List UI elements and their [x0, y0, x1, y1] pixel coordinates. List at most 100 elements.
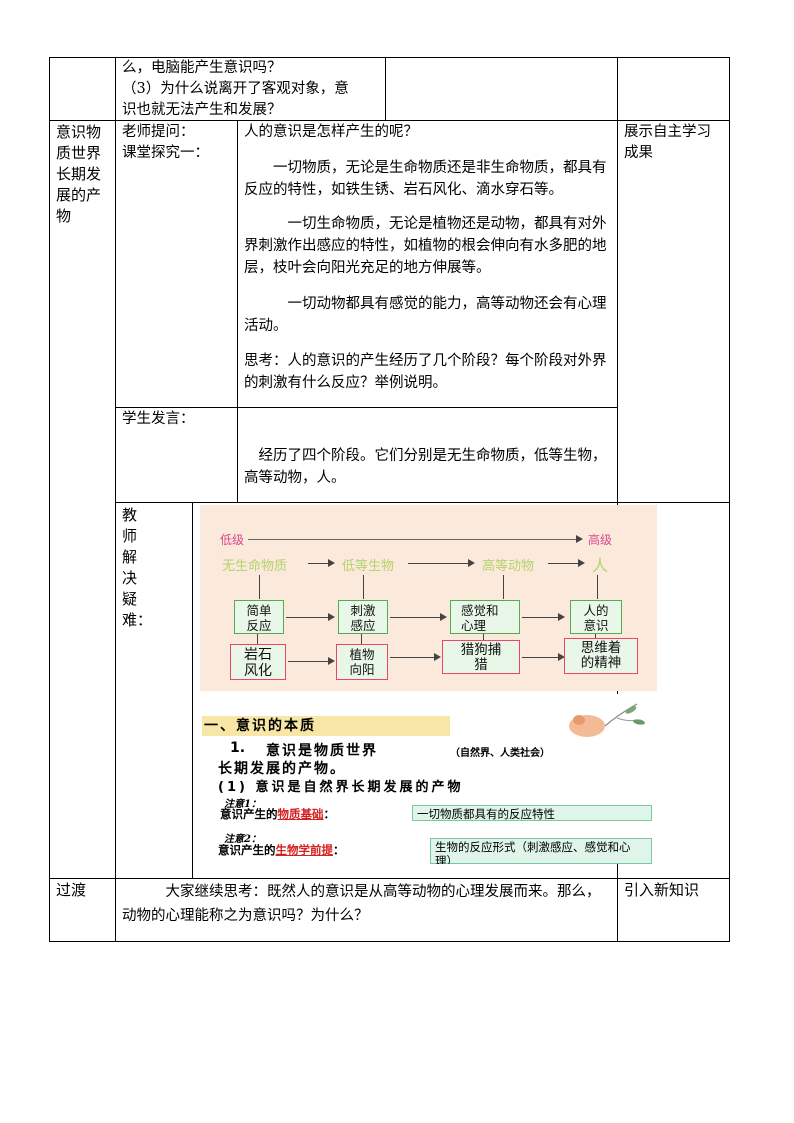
table-row-divider — [49, 878, 730, 879]
premise-keyword: 生物学前提 — [275, 843, 334, 857]
teacher-solve-char: 决 — [122, 569, 138, 587]
response-arrow-head — [558, 613, 565, 621]
response-simple-box: 简单 反应 — [234, 600, 284, 634]
teacher-solve-char: 难： — [122, 611, 153, 629]
response-arrow — [286, 617, 330, 618]
transition-label: 过渡 — [56, 881, 87, 899]
teacher-solve-char: 疑 — [122, 590, 138, 608]
table-col-divider — [617, 57, 618, 942]
top-row-line-2: （3）为什么说离开了客观对象，意 — [122, 81, 349, 97]
response-arrow — [390, 617, 442, 618]
response-arrow-head — [328, 613, 335, 621]
premise-prefix: 意识产生的 — [218, 843, 276, 857]
right-note-line-1: 展示自主学习 — [624, 124, 711, 140]
basis-keyword: 物质基础 — [277, 807, 324, 821]
section-title-line-4: 展的产 — [56, 186, 102, 204]
stage-human: 人 — [592, 556, 609, 575]
teacher-solve-char: 师 — [122, 527, 138, 545]
response-arrow-head — [440, 613, 447, 621]
example-arrow-head — [434, 653, 441, 661]
example-arrow-head — [558, 653, 565, 661]
table-border-top — [49, 57, 730, 58]
high-level-label: 高级 — [588, 533, 613, 547]
connector — [259, 575, 260, 599]
basis-prefix: 意识产生的 — [220, 807, 278, 821]
example-thinking-box: 思维着 的精神 — [564, 638, 638, 674]
connector — [257, 634, 258, 644]
sub-point-1: (1) 意识是自然界长期发展的产物 — [218, 780, 464, 795]
top-row-line-3: 识也就无法产生和发展？ — [122, 102, 282, 118]
connector — [363, 575, 364, 599]
stage-higher-animal: 高等动物 — [482, 559, 535, 574]
transition-content: 大家继续思考：既然人的意识是从高等动物的心理发展而来。那么，动物的心理能称之为意… — [122, 884, 601, 924]
example-arrow-head — [328, 657, 335, 665]
student-answer: 经历了四个阶段。它们分别是无生命物质，低等生物，高等动物，人。 — [244, 448, 607, 486]
table-col-divider — [237, 120, 238, 503]
basis-definition-box: 一切物质都具有的反应特性 — [412, 805, 652, 821]
section-title-line-3: 长期发 — [56, 165, 102, 183]
slide-title: 一、意识的本质 — [202, 716, 450, 736]
section-title-line-2: 质世界 — [56, 144, 102, 162]
table-row-divider — [49, 120, 730, 121]
material-basis-line: 意识产生的物质基础： — [220, 806, 335, 822]
teacher-question-label: 老师提问： — [122, 124, 195, 140]
paragraph-1: 一切物质，无论是生命物质还是非生命物质，都具有反应的特性，如铁生锈、岩石风化、滴… — [244, 160, 607, 198]
table-border-right — [729, 57, 730, 942]
example-arrow — [288, 661, 330, 662]
top-row-line-1: 么，电脑能产生意识吗？ — [122, 60, 282, 76]
consciousness-development-diagram: 低级 高级 无生命物质 低等生物 高等动物 人 简单 反应 刺激 感应 感觉和 … — [200, 505, 657, 691]
stage-nonliving: 无生命物质 — [222, 559, 288, 574]
table-col-divider — [192, 502, 193, 879]
paragraph-2: 一切生命物质，无论是植物还是动物，都具有对外界刺激作出感应的特性，如植物的根会伸… — [244, 216, 607, 276]
table-border-left — [49, 57, 50, 942]
premise-definition-box: 生物的反应形式（刺激感应、感觉和心理） — [430, 838, 652, 864]
point-1-text-cont: 长期发展的产物。 — [218, 761, 346, 777]
basis-suffix: ： — [323, 807, 336, 821]
connector — [597, 575, 598, 599]
stage-arrow-head — [328, 559, 335, 567]
teacher-solve-char: 教 — [122, 506, 138, 524]
stage-arrow — [548, 563, 580, 564]
stage-arrow — [408, 563, 470, 564]
connector — [361, 634, 362, 644]
example-plant-box: 植物 向阳 — [336, 644, 388, 680]
stage-arrow-head — [578, 559, 585, 567]
connector — [483, 634, 484, 640]
ink-painting-icon — [557, 696, 653, 744]
response-stimulus-box: 刺激 感应 — [338, 600, 388, 634]
teacher-solve-char: 解 — [122, 548, 138, 566]
paragraph-3: 一切动物都具有感觉的能力，高等动物还会有心理活动。 — [244, 296, 607, 334]
response-consciousness-box: 人的 意识 — [570, 600, 622, 634]
example-arrow — [390, 657, 436, 658]
response-arrow — [522, 617, 560, 618]
point-1-text: 意识是物质世界 — [266, 743, 378, 759]
point-1-parenthetical: （自然界、人类社会） — [450, 748, 550, 759]
level-arrow-line — [248, 539, 578, 540]
table-cell-divider — [115, 407, 617, 408]
response-feeling-box: 感觉和 心理 — [450, 600, 520, 634]
connector — [595, 634, 596, 638]
note-2-label: 注意2： — [224, 834, 261, 845]
essence-of-consciousness-slide: 一、意识的本质 1. 意识是物质世界 （自然界、人类社会） 长期发展的产物。 (… — [200, 694, 657, 864]
stage-lower-organism: 低等生物 — [342, 559, 395, 574]
premise-suffix: ： — [333, 843, 345, 857]
level-arrow-head — [576, 535, 583, 543]
note-1-label: 注意1： — [224, 799, 261, 810]
class-inquiry-label: 课堂探究一： — [122, 145, 209, 161]
example-hound-box: 猎狗捕 猎 — [442, 640, 520, 674]
student-speech-label: 学生发言： — [122, 411, 195, 427]
paragraph-4: 思考：人的意识的产生经历了几个阶段？每个阶段对外界的刺激有什么反应？举例说明。 — [244, 353, 607, 391]
table-border-bottom — [49, 941, 730, 942]
section-title-line-1: 意识物 — [56, 123, 102, 141]
low-level-label: 低级 — [220, 533, 245, 547]
table-col-divider — [115, 57, 116, 942]
transition-right-note: 引入新知识 — [624, 881, 700, 899]
table-col-divider — [385, 57, 386, 121]
right-note-line-2: 成果 — [624, 145, 653, 161]
table-cell-divider — [115, 502, 730, 503]
point-1-number: 1. — [230, 740, 246, 756]
section-title-line-5: 物 — [56, 207, 72, 225]
stage-arrow-head — [468, 559, 475, 567]
question-text: 人的意识是怎样产生的呢？ — [244, 124, 418, 140]
